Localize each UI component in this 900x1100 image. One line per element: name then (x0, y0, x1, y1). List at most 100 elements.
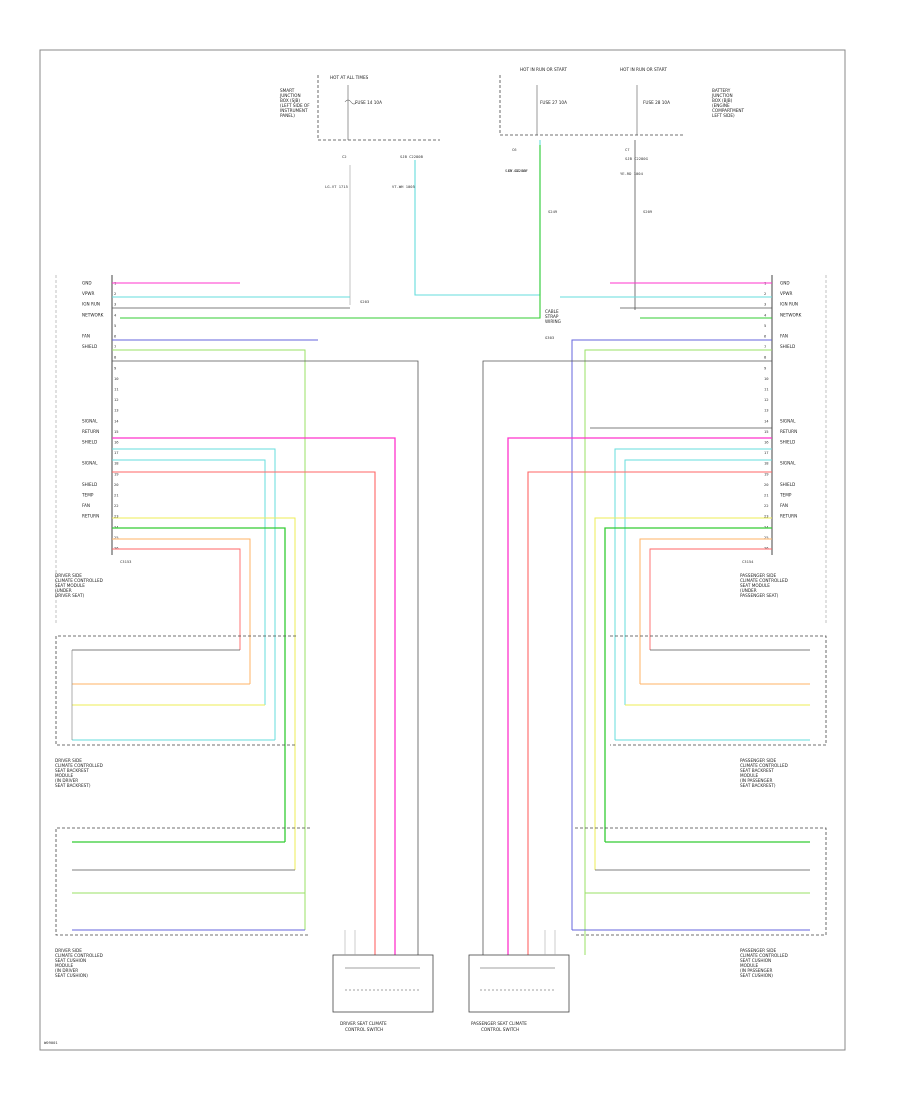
top-right-desc-5: LEFT SIDE) (712, 113, 735, 118)
passenger-pin-number: 17 (764, 450, 769, 455)
driver-cushion-name-4: (IN DRIVER (55, 968, 78, 973)
top-mid-pin: C6 (512, 147, 517, 152)
passenger-seat-switch: PASSENGER SEAT CLIMATE CONTROL SWITCH (468, 954, 570, 1032)
driver-pin-number: 24 (114, 524, 119, 529)
passenger-pin-number: 18 (764, 461, 769, 466)
driver-backrest-name-3: MODULE (55, 773, 74, 778)
driver-pin-number: 4 (114, 312, 117, 317)
top-right-desc-4: COMPARTMENT (712, 108, 745, 113)
driver-pin-number: 18 (114, 461, 119, 466)
driver-cushion-name-3: MODULE (55, 963, 74, 968)
driver-pin-label: RETURN (82, 429, 99, 434)
passenger-pin-number: 13 (764, 408, 769, 413)
passenger-cushion-name-5: SEAT CUSHION) (740, 973, 773, 978)
ground-note-1: STRAP (545, 314, 559, 319)
passenger-cushion-name-2: SEAT CUSHION (740, 958, 771, 963)
driver-seat-switch: DRIVER SEAT CLIMATE CONTROL SWITCH (332, 954, 434, 1032)
passenger-seat-cushion-module: PASSENGER SIDE CLIMATE CONTROLLED SEAT C… (572, 827, 827, 978)
driver-pin-number: 11 (114, 387, 119, 392)
top-left-desc-0: SMART (280, 88, 295, 93)
passenger-module-connector: 1234567891011121314151617181920212223242… (740, 275, 827, 625)
top-right-pin: C7 (625, 147, 630, 152)
top-left-fuse: FUSE 14 10A (355, 100, 382, 105)
passenger-pin-number: 15 (764, 429, 769, 434)
passenger-pin-number: 20 (764, 482, 769, 487)
driver-cushion-name-5: SEAT CUSHION) (55, 973, 88, 978)
driver-backrest-name-5: SEAT BACKREST) (55, 783, 91, 788)
passenger-switch-name-1: CONTROL SWITCH (481, 1027, 519, 1032)
passenger-backrest-name-2: SEAT BACKREST (740, 768, 774, 773)
driver-pin-number: 10 (114, 376, 119, 381)
passenger-module-name-3: (UNDER (740, 588, 757, 593)
driver-pin-number: 5 (114, 323, 116, 328)
driver-module-name-2: SEAT MODULE (55, 583, 85, 588)
top-left-desc-3: (LEFT SIDE OF (280, 103, 310, 108)
passenger-pin-label: FAN (780, 334, 788, 339)
driver-switch-name-0: DRIVER SEAT CLIMATE (340, 1021, 387, 1026)
driver-pin-number: 22 (114, 503, 119, 508)
ground-note-0: CABLE (545, 309, 559, 314)
driver-pin-label: VPWR (82, 291, 95, 296)
passenger-pin-number: 22 (764, 503, 769, 508)
driver-pin-number: 12 (114, 397, 119, 402)
driver-pin-number: 13 (114, 408, 119, 413)
splice-3: S203 (360, 299, 369, 304)
figure-code: W09001 (44, 1040, 58, 1045)
passenger-pin-number: 19 (764, 471, 769, 476)
passenger-cushion-name-0: PASSENGER SIDE (740, 948, 776, 953)
top-mid-conn: SJB C2280F (505, 168, 529, 173)
passenger-module-name-0: PASSENGER SIDE (740, 573, 776, 578)
diagram-frame (39, 49, 846, 1051)
passenger-pin-label: SHIELD (780, 440, 795, 445)
driver-cushion-name-2: SEAT CUSHION (55, 958, 86, 963)
driver-pin-number: 16 (114, 440, 119, 445)
driver-module-connector: 1234567891011121314151617181920212223242… (55, 275, 131, 625)
passenger-pin-number: 10 (764, 376, 769, 381)
passenger-pin-label: SHIELD (780, 344, 795, 349)
passenger-module-name-4: PASSENGER SEAT) (740, 593, 779, 598)
passenger-switch-name-0: PASSENGER SEAT CLIMATE (471, 1021, 527, 1026)
driver-pin-number: 26 (114, 546, 119, 551)
top-right-desc-1: JUNCTION (711, 93, 733, 98)
driver-connector-id: C3153 (120, 559, 131, 564)
passenger-pin-number: 23 (764, 514, 769, 519)
driver-pin-label: RETURN (82, 514, 99, 519)
ground-label: G303 (545, 335, 554, 340)
passenger-seat-backrest-module: PASSENGER SIDE CLIMATE CONTROLLED SEAT B… (610, 635, 827, 788)
passenger-pin-number: 14 (764, 418, 769, 423)
wire-tag-1: LG-VT 1715 (325, 184, 348, 189)
passenger-backrest-name-4: (IN PASSENGER (740, 778, 772, 783)
passenger-backrest-name-0: PASSENGER SIDE (740, 758, 776, 763)
passenger-pin-number: 12 (764, 397, 769, 402)
top-right-desc-2: BOX (BJB) (712, 98, 733, 103)
splice-1: S249 (548, 209, 558, 214)
driver-module-name-1: CLIMATE CONTROLLED (55, 578, 103, 583)
passenger-pin-label: RETURN (780, 514, 797, 519)
driver-pin-label: SHIELD (82, 482, 97, 487)
top-right-fuse: FUSE 28 10A (643, 100, 670, 105)
passenger-cushion-name-1: CLIMATE CONTROLLED (740, 953, 788, 958)
driver-pin-label: SIGNAL (82, 418, 98, 423)
driver-pin-label: SHIELD (82, 344, 97, 349)
top-right-desc-3: (ENGINE (712, 103, 730, 108)
passenger-pin-number: 5 (764, 323, 766, 328)
ground-block: CABLE STRAP WIRING G303 (545, 309, 561, 340)
top-right-title: HOT IN RUN OR START (620, 67, 667, 72)
driver-pin-number: 23 (114, 514, 119, 519)
wire-tag-4: YE-RD 1004 (620, 171, 644, 176)
passenger-pin-label: GND (780, 281, 790, 286)
passenger-pin-number: 25 (764, 535, 769, 540)
passenger-pin-number: 3 (764, 302, 766, 307)
driver-cushion-name-1: CLIMATE CONTROLLED (55, 953, 103, 958)
driver-module-name-4: DRIVER SEAT) (55, 593, 85, 598)
passenger-pin-number: 7 (764, 344, 766, 349)
passenger-pin-label: SHIELD (780, 482, 795, 487)
passenger-cushion-name-4: (IN PASSENGER (740, 968, 772, 973)
passenger-backrest-name-5: SEAT BACKREST) (740, 783, 776, 788)
top-mid-fuse: FUSE 27 10A (540, 100, 567, 105)
top-right-conn: SJB C2280G (625, 156, 649, 161)
top-left-desc-4: INSTRUMENT (280, 108, 308, 113)
passenger-pin-number: 26 (764, 546, 769, 551)
driver-pin-number: 3 (114, 302, 116, 307)
